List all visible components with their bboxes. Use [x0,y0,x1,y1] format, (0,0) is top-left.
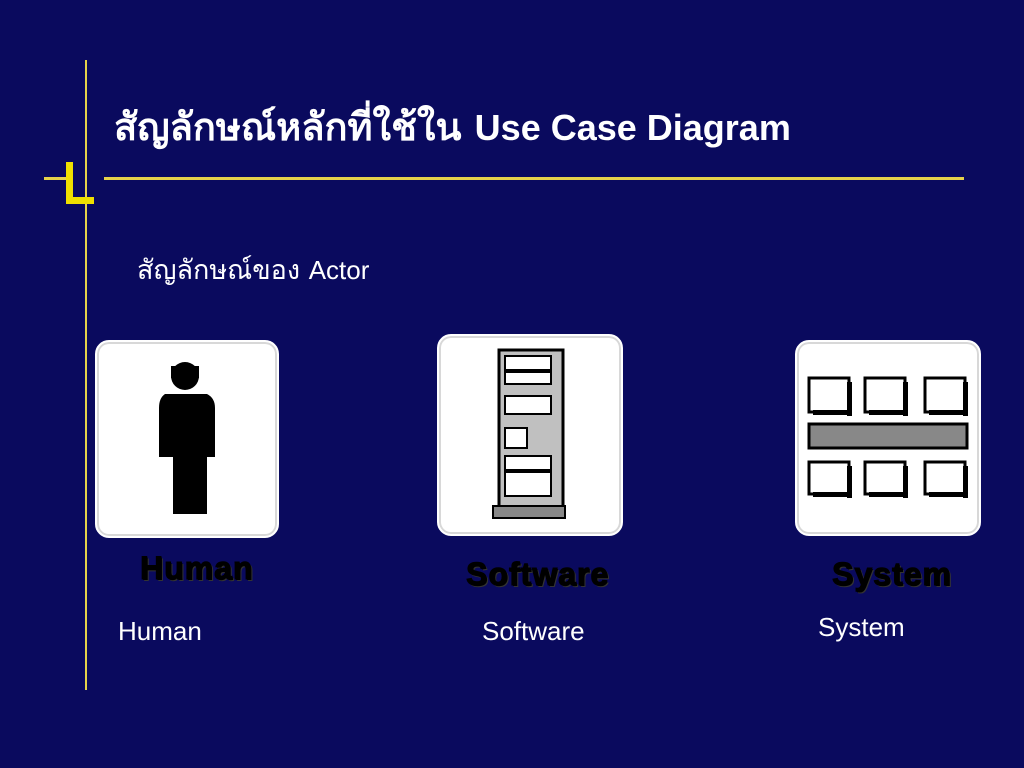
software-caption: Software [482,616,585,646]
system-icon-label: System [832,556,952,593]
horizontal-accent-line [104,177,964,180]
software-icon-label: Software [465,556,610,593]
system-caption: System [818,612,905,642]
human-icon-label: Human [139,550,254,587]
human-caption: Human [118,616,202,646]
l-bullet-icon [44,162,94,204]
page-title-latin: Use Case Diagram [474,107,791,148]
page-title-thai: สัญลักษณ์หลักที่ใช้ใน [114,104,462,149]
human-actor-card [95,340,279,538]
server-tower-icon [492,348,566,519]
section-subtitle-latin: Actor [308,255,370,285]
software-actor-card [437,334,623,536]
page-title: สัญลักษณ์หลักที่ใช้ใน Use Case Diagram [114,96,791,157]
section-subtitle: สัญลักษณ์ของ Actor [137,248,369,291]
section-subtitle-thai: สัญลักษณ์ของ [137,255,301,286]
system-actor-card [795,340,981,536]
human-figure-icon [159,362,215,514]
vertical-accent-line [85,60,87,690]
system-grid-icon [807,376,969,498]
